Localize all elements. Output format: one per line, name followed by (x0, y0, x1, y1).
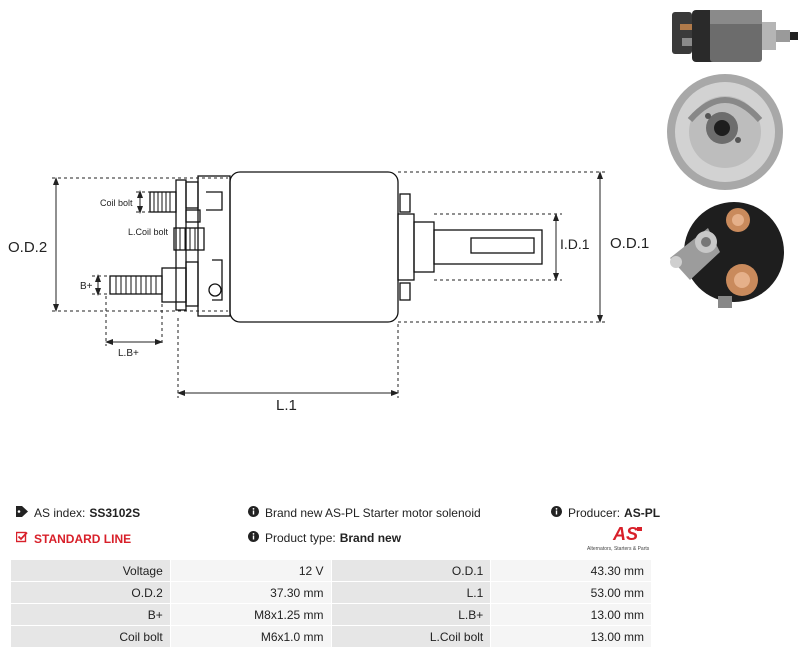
spec-value: 53.00 mm (490, 581, 652, 604)
spec-label: L.B+ (330, 603, 492, 626)
checkbox-icon (15, 531, 28, 546)
spec-label: Voltage (10, 559, 171, 582)
product-type-value: Brand new (339, 531, 402, 545)
info-icon (551, 506, 562, 520)
spec-value: M8x1.25 mm (169, 603, 332, 626)
l-coil-bolt-label: L.Coil bolt (128, 227, 169, 237)
spec-label: L.Coil bolt (330, 625, 492, 648)
logo-tagline: Alternators, Starters & Parts (587, 546, 650, 552)
standard-line: STANDARD LINE (15, 531, 132, 546)
coil-bolt (149, 191, 177, 213)
description-text: Brand new AS-PL Starter motor solenoid (265, 506, 481, 520)
spec-label: O.D.2 (10, 581, 171, 604)
solenoid-rear-photo (667, 74, 783, 190)
tag-icon (16, 506, 28, 520)
solenoid-body (229, 171, 399, 323)
bplus-label: B+ (80, 281, 93, 292)
product-type-label: Product type: (265, 531, 336, 545)
as-index: AS index: SS3102S (16, 506, 140, 520)
spec-value: M6x1.0 mm (169, 625, 332, 648)
id1-label: I.D.1 (560, 236, 590, 252)
plunger (433, 229, 543, 265)
spec-label: O.D.1 (330, 559, 492, 582)
solenoid-technical-drawing: O.D.2 O.D.1 I.D.1 L.1 L.B+ B+ Coil bolt … (8, 171, 649, 414)
standard-line-label: STANDARD LINE (34, 531, 132, 546)
as-index-label: AS index: (34, 506, 86, 520)
as-pl-logo: AS Alternators, Starters & Parts (587, 524, 650, 552)
spec-value: 12 V (169, 559, 332, 582)
spec-value: 43.30 mm (490, 559, 652, 582)
coil-bolt-label: Coil bolt (100, 198, 133, 208)
producer-value: AS-PL (624, 506, 661, 520)
solenoid-terminal-photo (670, 202, 784, 308)
info-icon (248, 506, 259, 520)
producer: Producer: AS-PL (551, 506, 660, 520)
info-icon (248, 531, 259, 545)
spec-value: 13.00 mm (490, 625, 652, 648)
producer-label: Producer: (568, 506, 621, 520)
spec-label: B+ (10, 603, 171, 626)
spec-label: L.1 (330, 581, 492, 604)
description: Brand new AS-PL Starter motor solenoid (248, 506, 481, 520)
spec-value: 37.30 mm (169, 581, 332, 604)
l1-label: L.1 (276, 397, 297, 414)
od1-label: O.D.1 (610, 235, 649, 252)
as-index-value: SS3102S (89, 506, 141, 520)
lbplus-label: L.B+ (118, 348, 139, 359)
od2-label: O.D.2 (8, 239, 47, 256)
logo-text: AS (612, 524, 638, 544)
solenoid-side-photo (672, 10, 798, 62)
spec-label: Coil bolt (10, 625, 171, 648)
spec-value: 13.00 mm (490, 603, 652, 626)
product-type: Product type: Brand new (248, 531, 401, 545)
